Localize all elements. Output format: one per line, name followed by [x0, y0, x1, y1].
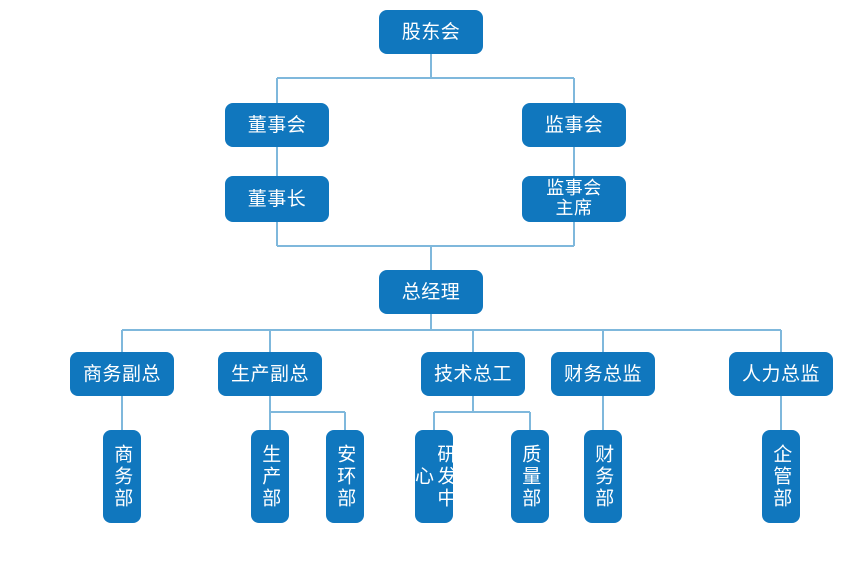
node-dept-safety-environment[interactable]: 安环部: [326, 430, 364, 523]
node-general-manager[interactable]: 总经理: [379, 270, 483, 314]
node-supervisory-chairman[interactable]: 监事会 主席: [522, 176, 626, 222]
node-board-of-directors[interactable]: 董事会: [225, 103, 329, 147]
node-dept-finance[interactable]: 财务部: [584, 430, 622, 523]
node-vp-production-label: 生产副总: [230, 362, 309, 385]
node-dept-quality[interactable]: 质量部: [511, 430, 549, 523]
node-board-of-directors-label: 董事会: [247, 113, 307, 136]
node-dept-finance-label: 财务部: [592, 443, 615, 510]
node-dept-quality-label: 质量部: [519, 443, 542, 510]
node-dept-enterprise-management-label: 企管部: [770, 443, 793, 510]
node-chairman-label: 董事长: [247, 187, 307, 210]
node-dept-business[interactable]: 商务部: [103, 430, 141, 523]
node-dept-safety-environment-label: 安环部: [334, 443, 357, 510]
node-supervisory-chairman-label: 监事会 主席: [546, 177, 602, 219]
node-supervisory-board-label: 监事会: [544, 113, 604, 136]
node-chro-label: 人力总监: [741, 362, 820, 385]
node-dept-rnd-center[interactable]: 研发中心: [412, 430, 456, 523]
node-general-manager-label: 总经理: [401, 280, 461, 303]
node-dept-production[interactable]: 生产部: [251, 430, 289, 523]
node-dept-business-label: 商务部: [111, 443, 134, 510]
node-dept-production-label: 生产部: [259, 443, 282, 510]
node-dept-enterprise-management[interactable]: 企管部: [762, 430, 800, 523]
node-cfo[interactable]: 财务总监: [551, 352, 655, 396]
node-vp-business-label: 商务副总: [82, 362, 161, 385]
node-supervisory-board[interactable]: 监事会: [522, 103, 626, 147]
node-vp-business[interactable]: 商务副总: [70, 352, 174, 396]
node-chief-engineer[interactable]: 技术总工: [421, 352, 525, 396]
node-dept-rnd-center-label: 研发中心: [412, 443, 457, 510]
node-cfo-label: 财务总监: [563, 362, 642, 385]
node-shareholders-label: 股东会: [401, 20, 461, 43]
node-chairman[interactable]: 董事长: [225, 176, 329, 222]
node-chro[interactable]: 人力总监: [729, 352, 833, 396]
node-vp-production[interactable]: 生产副总: [218, 352, 322, 396]
node-shareholders[interactable]: 股东会: [379, 10, 483, 54]
node-chief-engineer-label: 技术总工: [433, 362, 512, 385]
